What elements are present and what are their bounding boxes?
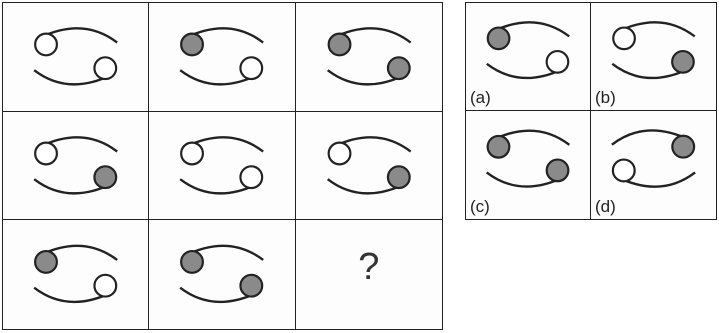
question-cell [296,3,442,112]
cancer-symbol [3,220,148,329]
question-cell [3,112,149,221]
empty-circle-right [241,166,263,188]
option-label: (b) [595,88,616,108]
empty-circle-left [35,142,57,164]
cancer-symbol [296,112,442,220]
cancer-symbol [149,3,294,111]
empty-circle-left [328,142,350,164]
shaded-circle-right [388,57,410,79]
shaded-circle-left [488,136,510,158]
option-c[interactable]: (c) [466,111,591,219]
question-cell [149,112,295,221]
empty-circle-left [613,28,635,50]
empty-circle-right [94,275,116,297]
empty-circle-left [613,160,635,182]
shaded-circle-right [388,166,410,188]
shaded-circle-left [328,34,350,56]
cancer-symbol [296,3,442,111]
option-b[interactable]: (b) [591,3,716,111]
empty-circle-right [94,57,116,79]
question-grid: ? [2,2,443,330]
shaded-circle-left [181,251,203,273]
option-d[interactable]: (d) [591,111,716,219]
shaded-circle-right [672,51,694,73]
shaded-circle-right [241,275,263,297]
missing-cell: ? [296,220,442,329]
cancer-symbol [149,220,294,329]
empty-circle-right [241,57,263,79]
empty-circle-left [35,34,57,56]
shaded-circle-left [181,34,203,56]
options-grid: (a) (b) (c) (d) [465,2,717,220]
shaded-circle-right [672,136,694,158]
cancer-symbol [3,3,148,111]
question-cell [149,3,295,112]
shaded-circle-right [94,166,116,188]
option-a[interactable]: (a) [466,3,591,111]
empty-circle-right [547,51,569,73]
shaded-circle-left [488,28,510,50]
cancer-symbol [149,112,294,220]
empty-circle-left [181,142,203,164]
shaded-circle-left [35,251,57,273]
option-label: (c) [470,197,490,217]
question-mark: ? [296,246,442,289]
option-label: (d) [595,197,616,217]
cancer-symbol [3,112,148,220]
question-cell [3,3,149,112]
option-label: (a) [470,88,491,108]
question-cell [3,220,149,329]
shaded-circle-right [547,160,569,182]
question-cell [296,112,442,221]
question-cell [149,220,295,329]
